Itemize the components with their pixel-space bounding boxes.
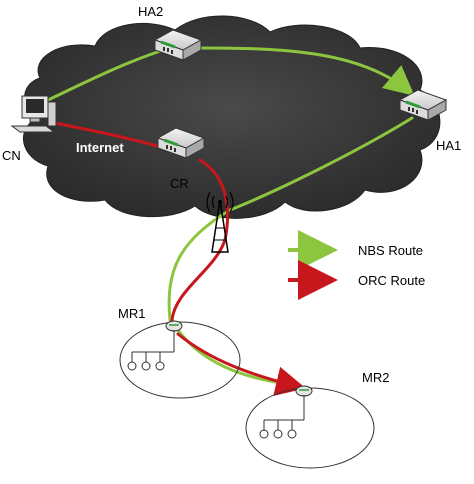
- mr1-hosts: [127, 330, 175, 371]
- mr2-hosts: [259, 395, 305, 439]
- legend-orc-label: ORC Route: [358, 273, 425, 288]
- internet-label: Internet: [76, 140, 124, 155]
- mr1-network: [119, 320, 241, 399]
- legend-nbs: NBS Route: [288, 230, 423, 270]
- ha2-label: HA2: [138, 4, 163, 19]
- internet-cloud: [23, 15, 441, 219]
- legend-orc: ORC Route: [288, 260, 425, 300]
- legend-nbs-label: NBS Route: [358, 243, 423, 258]
- computer-icon: [10, 95, 57, 133]
- mr1-router[interactable]: [165, 320, 183, 332]
- mr2-label: MR2: [362, 370, 389, 385]
- cn-computer[interactable]: [10, 95, 57, 133]
- mr2-router[interactable]: [295, 385, 313, 397]
- antenna-icon: [206, 191, 234, 253]
- ha1-label: HA1: [436, 138, 461, 153]
- mr1-label: MR1: [118, 306, 145, 321]
- legend: NBS Route ORC Route: [288, 230, 425, 300]
- cn-label: CN: [2, 148, 21, 163]
- mr2-network: [245, 385, 375, 469]
- cr-label: CR: [170, 176, 189, 191]
